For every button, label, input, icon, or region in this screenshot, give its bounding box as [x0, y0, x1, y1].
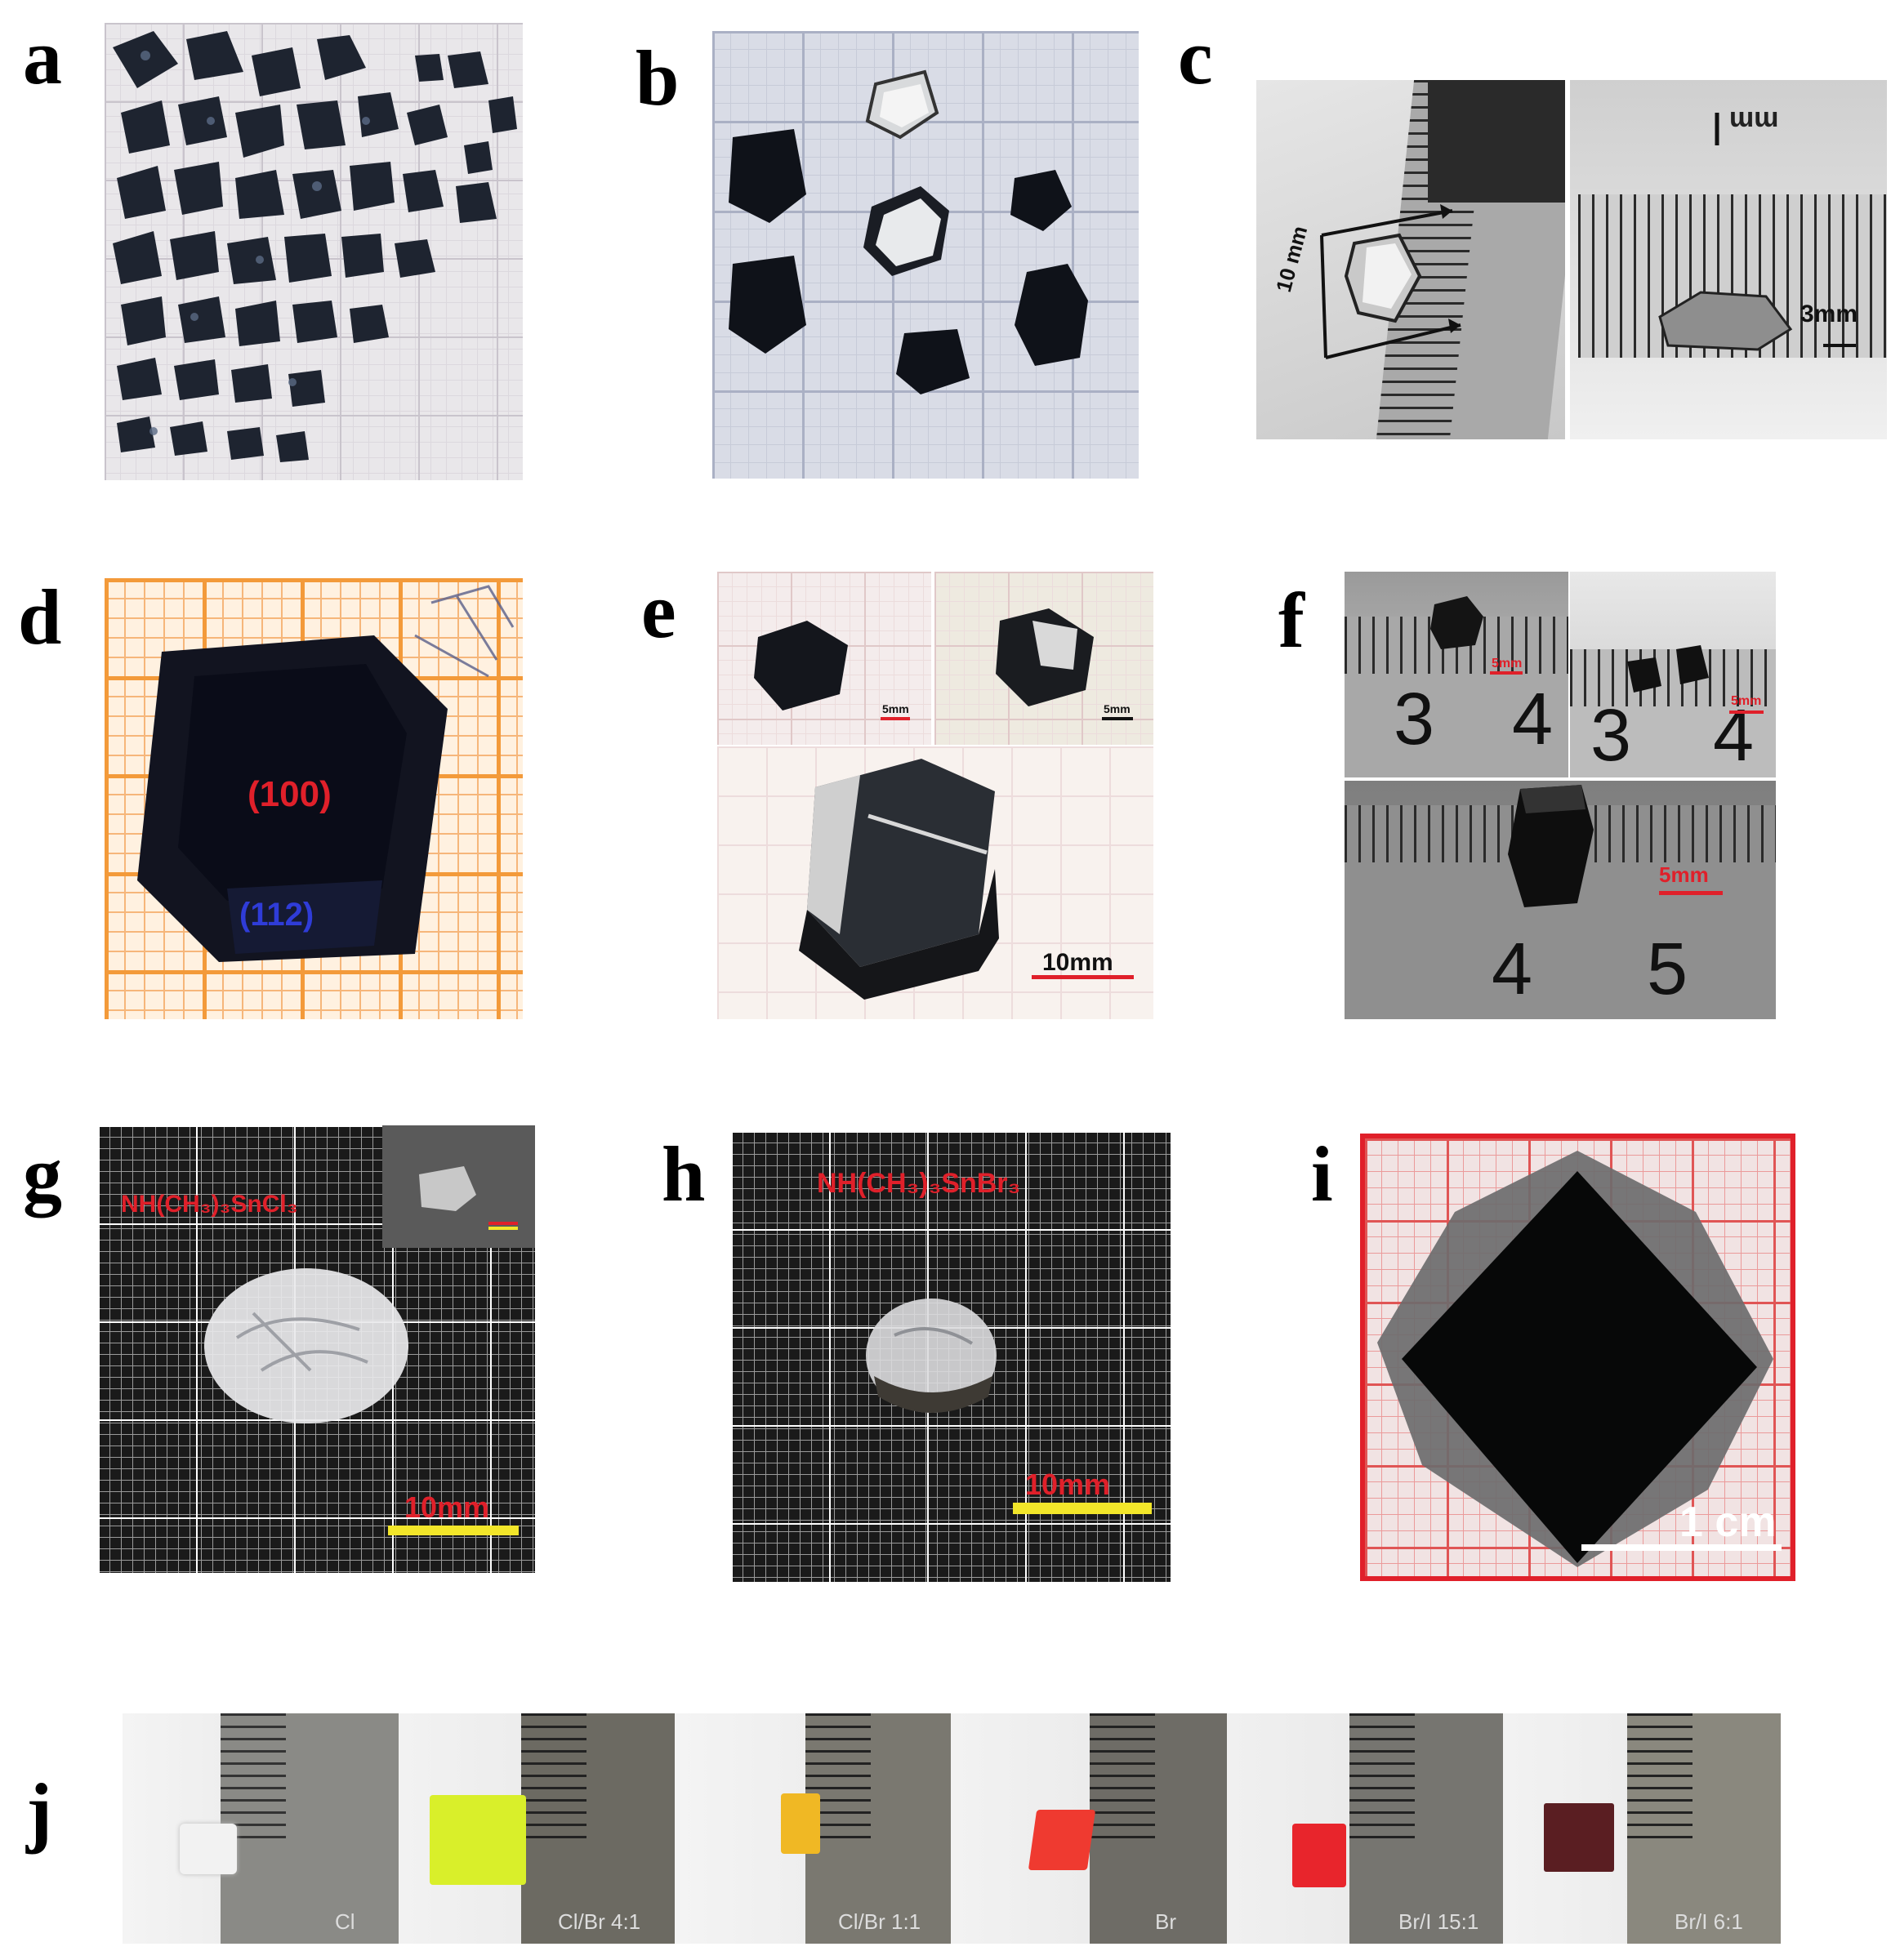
panel-c-left-photo: 10 mm [1256, 80, 1565, 439]
panel-d-photo: (100) (112) [105, 578, 523, 1019]
panel-c-ruler-unit: mm [1729, 105, 1779, 136]
panel-e-scale-bar-left [881, 717, 910, 720]
panel-f-crystals-top-right [1627, 645, 1709, 693]
panel-g-inset [382, 1125, 535, 1248]
panel-e-crystal-small-left [754, 621, 848, 710]
panel-label-i: i [1311, 1130, 1333, 1218]
panel-g-photo: NH(CH₃)₃SnCl₃ 10mm [98, 1125, 535, 1573]
panel-j-sample-6: Br/I 6:1 [1503, 1713, 1781, 1944]
panel-f-scale-bar-bottom [1659, 891, 1723, 895]
panel-d-facet-bottom: (112) [239, 897, 314, 933]
panel-j-sample-1: Cl [123, 1713, 399, 1944]
panel-label-h: h [662, 1130, 706, 1218]
panel-g-scale-bar [388, 1526, 519, 1535]
panel-b-crystals [729, 69, 1088, 394]
panel-f-scale-top-left: 5mm [1492, 657, 1523, 670]
panel-d-facet-top: (100) [248, 774, 332, 814]
panel-label-j: j [26, 1767, 52, 1855]
panel-label-e: e [641, 567, 676, 654]
panel-label-b: b [636, 34, 680, 122]
panel-j-crystal-3 [781, 1793, 820, 1854]
panel-e-scale-bar-right [1102, 717, 1133, 720]
panel-f-num-5c: 5 [1647, 929, 1688, 1010]
panel-f-num-4c: 4 [1492, 929, 1533, 1010]
panel-h-scale: 10mm [1025, 1468, 1111, 1501]
panel-f-num-4a: 4 [1512, 679, 1554, 760]
panel-f-scale-bar-top-right [1729, 710, 1764, 714]
panel-j-sample-4: Br [951, 1713, 1227, 1944]
panel-label-d: d [18, 573, 62, 661]
panel-j-crystal-4 [1028, 1810, 1096, 1870]
panel-label-f: f [1278, 577, 1305, 664]
panel-f-num-3a: 3 [1394, 679, 1435, 760]
panel-j-label-6: Br/I 6:1 [1675, 1909, 1743, 1934]
panel-j-label-4: Br [1155, 1909, 1176, 1934]
panel-j-crystal-5 [1292, 1824, 1346, 1887]
panel-c-crystal [1320, 204, 1461, 359]
panel-c-right-photo: mm 3mm [1570, 80, 1887, 439]
panel-f-crystal-top-left [1430, 596, 1483, 649]
panel-j-sample-3: Cl/Br 1:1 [675, 1713, 951, 1944]
panel-j-label-1: Cl [335, 1909, 355, 1934]
panel-j-sample-5: Br/I 15:1 [1227, 1713, 1503, 1944]
panel-j-crystal-2 [430, 1795, 526, 1885]
panel-label-a: a [23, 13, 62, 100]
panel-f-scale-bar-top-left [1490, 671, 1523, 675]
panel-j-label-2: Cl/Br 4:1 [558, 1909, 641, 1934]
panel-f-bottom: 4 5 5mm [1345, 781, 1776, 1019]
panel-f-top-left: 3 4 5mm [1345, 572, 1568, 777]
panel-e-crystal-main [799, 759, 999, 1000]
panel-e-scale-small-left: 5mm [882, 702, 909, 715]
panel-j-sample-2: Cl/Br 4:1 [399, 1713, 675, 1944]
panel-b-photo [712, 31, 1139, 479]
panel-g-inset-crystal [419, 1166, 476, 1211]
panel-j-label-3: Cl/Br 1:1 [838, 1909, 921, 1934]
panel-e-scale-small-right: 5mm [1104, 702, 1131, 715]
panel-h-formula: NH(CH₃)₃SnBr₃ [817, 1168, 1021, 1199]
panel-g-scale: 10mm [404, 1490, 490, 1524]
panel-e-crystal-small-right [996, 608, 1094, 706]
panel-h-scale-bar [1013, 1503, 1152, 1514]
panel-f-crystal-bottom [1508, 785, 1594, 907]
panel-f-top-right: 3 4 5mm [1570, 572, 1776, 777]
panel-a-crystals [113, 31, 517, 462]
panel-label-c: c [1178, 13, 1213, 100]
panel-e-scale-bar-main [1032, 975, 1134, 979]
panel-j-crystal-6 [1544, 1803, 1614, 1872]
panel-j-strip: Cl Cl/Br 4:1 Cl/Br 1:1 Br Br/I 15:1 Br/I… [123, 1713, 1781, 1944]
panel-e-small-right: 5mm [934, 572, 1153, 745]
panel-f-num-4b: 4 [1713, 695, 1755, 777]
panel-i-crystal [1377, 1151, 1773, 1567]
panel-f-scale-bottom: 5mm [1659, 862, 1709, 887]
panel-f-scale-top-right: 5mm [1731, 694, 1762, 708]
panel-c-right-crystal [1658, 113, 1856, 351]
panel-e-main: 10mm [717, 746, 1153, 1019]
panel-j-crystal-1 [180, 1824, 237, 1874]
panel-i-photo: 1 cm [1360, 1134, 1795, 1581]
panel-i-scale: 1 cm [1679, 1499, 1777, 1546]
panel-label-g: g [23, 1130, 62, 1218]
panel-f-num-3b: 3 [1590, 695, 1632, 777]
panel-a-photo [105, 23, 523, 480]
panel-i-scale-bar [1581, 1544, 1782, 1551]
panel-h-photo: NH(CH₃)₃SnBr₃ 10mm [731, 1131, 1171, 1582]
panel-d-crystal [137, 585, 515, 962]
panel-h-crystal [866, 1298, 997, 1413]
panel-c-right-scale: 3mm [1800, 301, 1858, 327]
panel-e-small-left: 5mm [717, 572, 931, 745]
panel-e-scale-main: 10mm [1042, 949, 1113, 976]
panel-j-label-5: Br/I 15:1 [1398, 1909, 1479, 1934]
panel-g-formula: NH(CH₃)₃SnCl₃ [121, 1191, 298, 1218]
panel-g-crystal [204, 1268, 408, 1423]
